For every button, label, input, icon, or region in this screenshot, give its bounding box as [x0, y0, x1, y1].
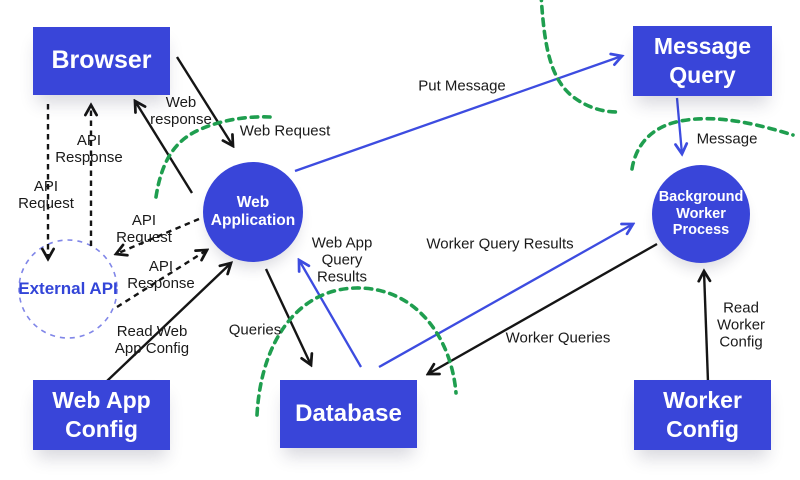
node-message-query: Message Query: [633, 26, 772, 96]
arrow-web-request: [175, 56, 233, 146]
arrow-api-response-webapp: [116, 250, 207, 309]
edge-label-web-app-query-results: Web App Query Results: [311, 234, 373, 286]
arrow-worker-queries: [428, 242, 658, 374]
edge-label-api-request-browser: API Request: [18, 178, 74, 212]
edge-label-api-response-browser: API Response: [55, 132, 123, 166]
green-dashed-curve-database: [255, 286, 458, 417]
edge-label-read-web-app-config: Read Web App Config: [114, 323, 190, 357]
edge-label-web-request: Web Request: [239, 122, 331, 140]
arrow-read-web-app-config: [106, 263, 231, 382]
arrow-put-message: [294, 56, 622, 173]
node-worker-config: Worker Config: [634, 380, 771, 450]
node-external-api: External API: [18, 278, 118, 298]
arrow-read-worker-config: [704, 271, 708, 383]
arrow-worker-query-results: [378, 224, 633, 369]
green-dashed-curve-webapp: [154, 115, 272, 199]
edge-label-api-request-webapp: API Request: [116, 212, 172, 246]
edge-label-web-response: Web response: [150, 94, 212, 128]
edge-label-read-worker-config: Read Worker Config: [716, 299, 766, 351]
arrow-message: [677, 97, 682, 154]
edge-label-api-response-webapp: API Response: [127, 258, 195, 292]
green-dashed-curve-worker: [630, 116, 795, 171]
node-browser: Browser: [33, 27, 170, 95]
arrow-api-request-webapp: [116, 217, 200, 254]
node-web-app-config: Web App Config: [33, 380, 170, 450]
arrow-web-app-query-results: [299, 260, 362, 368]
edge-label-message: Message: [696, 130, 758, 148]
node-background-worker-process: Background Worker Process: [652, 165, 750, 263]
edge-label-put-message: Put Message: [418, 77, 506, 95]
external-api-dashed-outline: [18, 239, 118, 339]
node-database: Database: [280, 380, 417, 448]
node-web-application: Web Application: [203, 162, 303, 262]
arrow-web-response: [135, 101, 194, 194]
edge-label-worker-queries: Worker Queries: [505, 329, 611, 347]
arrow-queries: [264, 268, 311, 365]
edge-label-worker-query-results: Worker Query Results: [426, 235, 574, 253]
green-dashed-curve-top: [539, 0, 619, 114]
edge-label-queries: Queries: [228, 321, 282, 339]
